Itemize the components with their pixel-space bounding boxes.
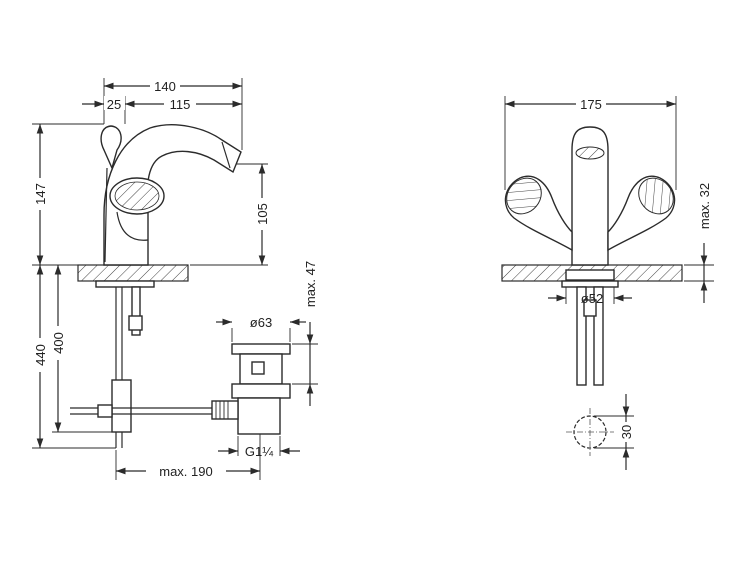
front-hose-right — [593, 286, 604, 386]
front-spout — [571, 126, 609, 266]
dim-deck-max-front: max. 32 — [697, 183, 712, 229]
side-aerator — [221, 141, 231, 169]
dim-spout-height: 105 — [255, 203, 270, 225]
front-hose-left — [576, 286, 587, 386]
dim-overall-width-side: 140 — [154, 79, 176, 94]
dim-total-height: 147 — [33, 183, 48, 205]
dim-waste-thread: G1¼ — [245, 444, 273, 459]
side-lever-rod — [104, 167, 108, 263]
side-handle-neck — [116, 211, 149, 241]
side-hose-fitting — [128, 315, 143, 331]
waste-plug-slot — [251, 361, 265, 375]
dim-lever-offset: 25 — [107, 97, 121, 112]
waste-flange — [231, 343, 291, 355]
front-aerator — [575, 146, 605, 160]
dim-base-diameter: ø52 — [581, 291, 603, 306]
dim-deck-thickness: max. 47 — [303, 261, 318, 307]
side-hose-3 — [131, 286, 141, 336]
front-left-handle-pattern — [506, 177, 542, 215]
side-spout — [103, 124, 242, 266]
waste-rod-nut-threads — [215, 401, 229, 419]
front-base-cover — [561, 280, 619, 288]
dim-spout-reach: 115 — [170, 97, 191, 112]
front-hose-fitting — [583, 299, 597, 317]
side-base — [95, 280, 155, 288]
front-view: 175 max. 32 ø52 30 — [501, 96, 714, 470]
waste-nut — [231, 383, 291, 399]
side-rod-clamp — [111, 379, 132, 433]
waste-rod-nut — [211, 400, 239, 420]
side-view: 140 25 115 147 105 440 400 max. 47 ø63 — [32, 78, 318, 480]
dim-hole-diameter: 30 — [619, 425, 634, 439]
side-deck — [77, 264, 189, 282]
dim-below-deck: 440 — [33, 344, 48, 366]
side-lever — [100, 125, 122, 171]
dim-waste-diameter: ø63 — [250, 315, 272, 330]
side-rod-connector — [97, 404, 113, 418]
dim-rod-length: 400 — [51, 332, 66, 354]
front-base — [565, 269, 615, 281]
dim-overall-width-front: 175 — [580, 97, 602, 112]
waste-tail — [237, 397, 281, 435]
side-handle-disc-pattern — [114, 181, 160, 211]
front-right-handle-pattern — [638, 177, 674, 215]
dim-rod-reach: max. 190 — [159, 464, 212, 479]
